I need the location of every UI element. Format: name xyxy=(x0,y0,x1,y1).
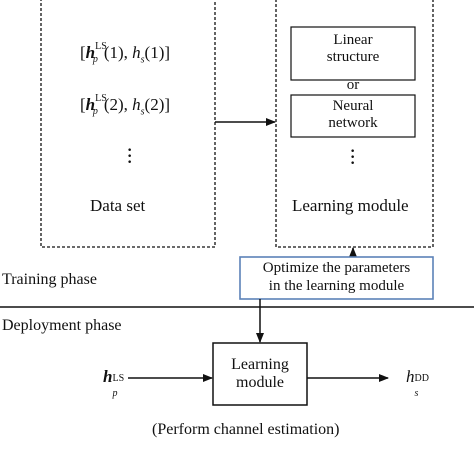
learning-module-label: Learning module xyxy=(292,196,409,215)
deployment-phase-label: Deployment phase xyxy=(2,317,122,334)
optimize-box xyxy=(239,256,434,300)
data-set-box xyxy=(40,0,216,248)
neural-network-label: Neural network xyxy=(328,98,378,131)
learning-module-ellipsis-icon: ··· xyxy=(350,143,356,172)
training-phase-label: Training phase xyxy=(2,271,97,288)
data-entry-1: [hLSp(1), hs(1)] xyxy=(80,41,171,66)
deployment-caption: (Perform channel estimation) xyxy=(152,421,340,438)
linear-structure-label: Linear structure xyxy=(326,32,380,65)
data-set-label: Data set xyxy=(90,196,146,215)
data-entry-2: [hLSp(2), hs(2)] xyxy=(80,93,171,118)
neural-network-box xyxy=(290,94,416,138)
data-set-ellipsis-icon: ··· xyxy=(127,142,133,171)
deployment-module-label: Learning module xyxy=(231,356,289,391)
optimize-label: Optimize the parameters in the learning … xyxy=(262,260,411,294)
deployment-module-box xyxy=(212,342,308,406)
or-label: or xyxy=(346,77,360,93)
linear-structure-box xyxy=(290,26,416,81)
